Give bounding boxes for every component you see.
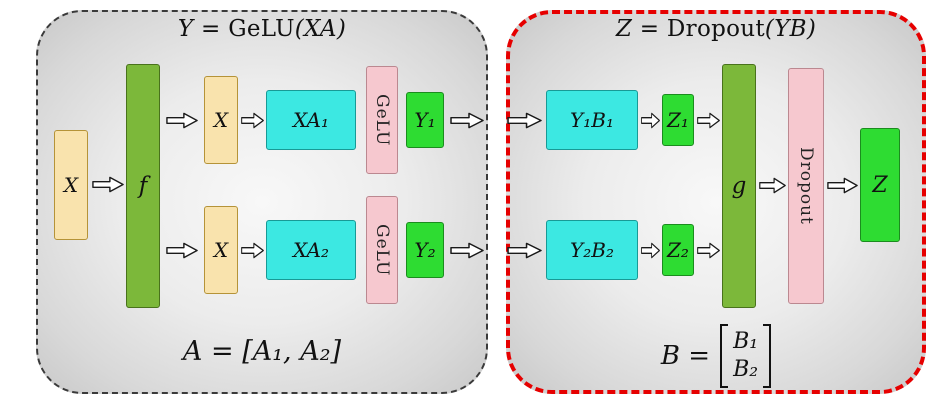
x-copy-top-box: X bbox=[204, 76, 238, 164]
y2b2-box: Y₂B₂ bbox=[546, 220, 638, 280]
x-input-label: X bbox=[63, 173, 79, 197]
right-panel-title: Z = Dropout(YB) bbox=[506, 16, 926, 42]
xa2-box: XA₂ bbox=[266, 220, 356, 280]
y1-label: Y₁ bbox=[414, 108, 436, 132]
z2-label: Z₂ bbox=[667, 238, 689, 262]
y1b1-label: Y₁B₁ bbox=[570, 108, 614, 132]
flow-arrow-icon bbox=[697, 112, 720, 129]
left-panel-title: Y = GeLU(XA) bbox=[36, 16, 488, 42]
title-fn: Dropout bbox=[666, 16, 765, 42]
gelu-panel bbox=[36, 10, 488, 394]
x-copy-bottom-box: X bbox=[204, 206, 238, 294]
dropout-panel bbox=[506, 10, 926, 394]
flow-arrow-icon bbox=[641, 112, 660, 129]
flow-arrow-icon bbox=[241, 112, 264, 129]
z1-label: Z₁ bbox=[667, 108, 689, 132]
title-eq: = bbox=[193, 16, 229, 42]
y2b2-label: Y₂B₂ bbox=[570, 238, 614, 262]
title-args: (YB) bbox=[764, 16, 817, 42]
b-formula-lhs: B = bbox=[660, 341, 711, 371]
z-output-box: Z bbox=[860, 128, 900, 242]
flow-arrow-icon bbox=[92, 176, 124, 193]
f-function-box: f bbox=[126, 64, 160, 308]
gelu-top-label: GeLU bbox=[372, 93, 392, 147]
left-bracket bbox=[720, 324, 729, 388]
flow-arrow-icon bbox=[507, 242, 542, 259]
dropout-label: Dropout bbox=[796, 147, 816, 225]
x-copy-bottom-label: X bbox=[213, 238, 229, 262]
flow-arrow-icon bbox=[827, 177, 858, 194]
title-fn: GeLU bbox=[228, 16, 295, 42]
a-weight-split-formula: A = [A₁, A₂] bbox=[182, 336, 342, 367]
b2-entry: B₂ bbox=[733, 357, 759, 382]
xa1-label: XA₁ bbox=[293, 108, 329, 132]
y1-box: Y₁ bbox=[406, 92, 444, 148]
xa2-label: XA₂ bbox=[293, 238, 329, 262]
flow-arrow-icon bbox=[507, 112, 542, 129]
title-var: Y bbox=[177, 16, 194, 42]
flow-arrow-icon bbox=[641, 242, 660, 259]
b-column-vector: B₁ B₂ bbox=[728, 326, 763, 386]
gelu-top-box: GeLU bbox=[366, 66, 398, 174]
right-bracket bbox=[763, 324, 772, 388]
z2-box: Z₂ bbox=[662, 224, 694, 276]
f-label: f bbox=[138, 173, 148, 199]
y1b1-box: Y₁B₁ bbox=[546, 90, 638, 150]
x-input-box: X bbox=[54, 130, 88, 240]
flow-arrow-icon bbox=[166, 242, 198, 259]
flow-arrow-icon bbox=[241, 242, 264, 259]
flow-arrow-icon bbox=[166, 112, 198, 129]
z1-box: Z₁ bbox=[662, 94, 694, 146]
y2-box: Y₂ bbox=[406, 222, 444, 278]
flow-arrow-icon bbox=[450, 112, 484, 129]
x-copy-top-label: X bbox=[213, 108, 229, 132]
title-var: Z bbox=[615, 16, 633, 42]
title-eq: = bbox=[632, 16, 667, 42]
flow-arrow-icon bbox=[759, 177, 786, 194]
gelu-bottom-label: GeLU bbox=[372, 223, 392, 277]
b-weight-split-formula: B = B₁ B₂ bbox=[506, 322, 926, 390]
title-args: (XA) bbox=[294, 16, 347, 42]
dropout-box: Dropout bbox=[788, 68, 824, 304]
flow-arrow-icon bbox=[697, 242, 720, 259]
z-output-label: Z bbox=[872, 172, 888, 198]
b1-entry: B₁ bbox=[733, 329, 759, 354]
g-label: g bbox=[731, 173, 747, 199]
xa1-box: XA₁ bbox=[266, 90, 356, 150]
flow-arrow-icon bbox=[450, 242, 484, 259]
gelu-bottom-box: GeLU bbox=[366, 196, 398, 304]
y2-label: Y₂ bbox=[414, 238, 436, 262]
g-function-box: g bbox=[722, 64, 756, 308]
